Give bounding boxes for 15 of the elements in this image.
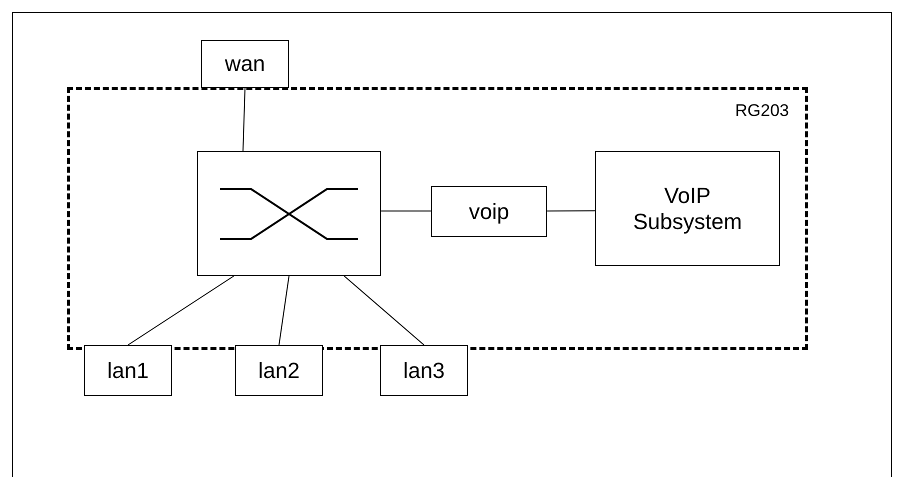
node-box: voip: [431, 186, 547, 237]
connector-line: [546, 210, 596, 212]
dashed-boundary: [67, 87, 808, 350]
connector-line: [380, 210, 432, 212]
connector-line: [278, 276, 290, 346]
node-box: lan1: [84, 345, 172, 396]
node-box: VoIP Subsystem: [595, 151, 780, 266]
group-title: RG203: [735, 100, 789, 122]
connector-line: [344, 276, 424, 346]
node-box: lan2: [235, 345, 323, 396]
node-box: wan: [201, 40, 289, 88]
connector-line: [128, 276, 234, 346]
connector-line: [242, 88, 246, 152]
node-box: lan3: [380, 345, 468, 396]
switch-box: [197, 151, 381, 276]
